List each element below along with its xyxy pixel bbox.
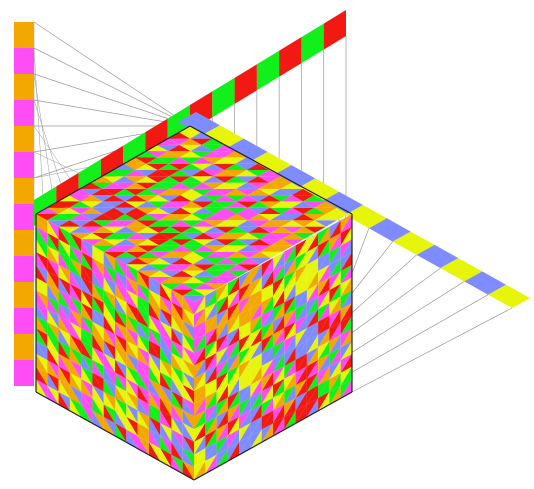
top-strip-cell xyxy=(324,10,346,50)
vertical-strip-cell xyxy=(14,204,34,230)
projection-line xyxy=(34,48,190,126)
projection-line xyxy=(352,228,369,273)
projection-line xyxy=(352,308,512,392)
vertical-strip-cell xyxy=(14,230,34,256)
vertical-strip-cell xyxy=(14,48,34,74)
projection-line xyxy=(352,295,488,373)
vertical-strip-cell xyxy=(14,74,34,100)
top-strip-cell xyxy=(279,37,301,77)
vertical-strip-cell xyxy=(14,282,34,308)
projection-line xyxy=(34,48,43,195)
projection-line xyxy=(34,74,190,126)
vertical-strip-cell xyxy=(14,126,34,152)
vertical-strip-cell xyxy=(14,360,34,386)
vertical-strip-cell xyxy=(14,100,34,126)
vertical-strip-cell xyxy=(14,308,34,334)
vertical-strip-cell xyxy=(14,334,34,360)
top-strip-cell xyxy=(301,24,323,64)
projection-line xyxy=(34,100,61,184)
top-strip-cell xyxy=(257,51,279,91)
projection-line xyxy=(352,242,393,294)
projection-line xyxy=(352,268,440,333)
projection-line xyxy=(34,74,52,189)
vertical-strip-cell xyxy=(14,178,34,204)
vertical-strip-cell xyxy=(14,152,34,178)
vertical-strip-cell xyxy=(14,256,34,282)
top-strip-cell xyxy=(235,64,257,104)
vertical-strip-cell xyxy=(14,22,34,48)
projection-line xyxy=(34,126,70,178)
top-strip-cell xyxy=(212,78,234,118)
projection-line xyxy=(352,255,417,313)
projection-line xyxy=(34,22,190,126)
